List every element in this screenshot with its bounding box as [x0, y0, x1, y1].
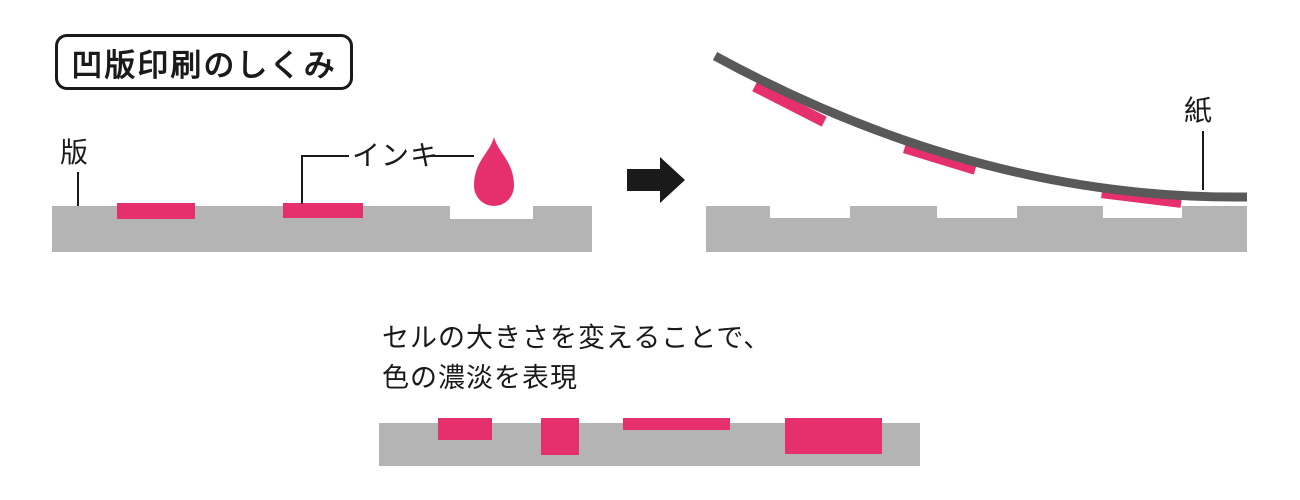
- ink-cell-2: [283, 203, 363, 218]
- ink-drop-icon: [474, 137, 514, 206]
- plate-label: 版: [60, 137, 90, 168]
- right-arrow-icon: [627, 157, 685, 203]
- paper-leader-line: [1202, 131, 1204, 190]
- shading-cell-large: [785, 418, 882, 454]
- ink-leader-line-left-vertical: [301, 155, 303, 204]
- ink-leader-line-left-horizontal: [301, 155, 349, 157]
- shading-cell-narrow-deep: [541, 418, 579, 455]
- paper-curve: [712, 52, 1248, 202]
- shading-cell-small: [438, 418, 492, 440]
- plate-leader-line: [77, 172, 79, 206]
- shading-caption-line1: セルの大きさを変えることで、: [382, 323, 772, 353]
- ink-label: インキ: [352, 140, 440, 171]
- printing-plate-right: [706, 206, 1247, 252]
- ink-leader-line-right: [428, 155, 474, 157]
- ink-cell-1: [117, 203, 195, 219]
- empty-cell-notch: [450, 206, 533, 219]
- paper-label: 紙: [1184, 95, 1214, 126]
- paper-transfer-diagram: [706, 52, 1248, 252]
- shading-cell-wide-shallow: [623, 418, 730, 430]
- ink-patch-1: [752, 81, 827, 127]
- page-title: 凹版印刷のしくみ: [71, 47, 337, 83]
- shading-caption-line2: 色の濃淡を表現: [382, 363, 578, 393]
- title-box: 凹版印刷のしくみ: [55, 34, 353, 90]
